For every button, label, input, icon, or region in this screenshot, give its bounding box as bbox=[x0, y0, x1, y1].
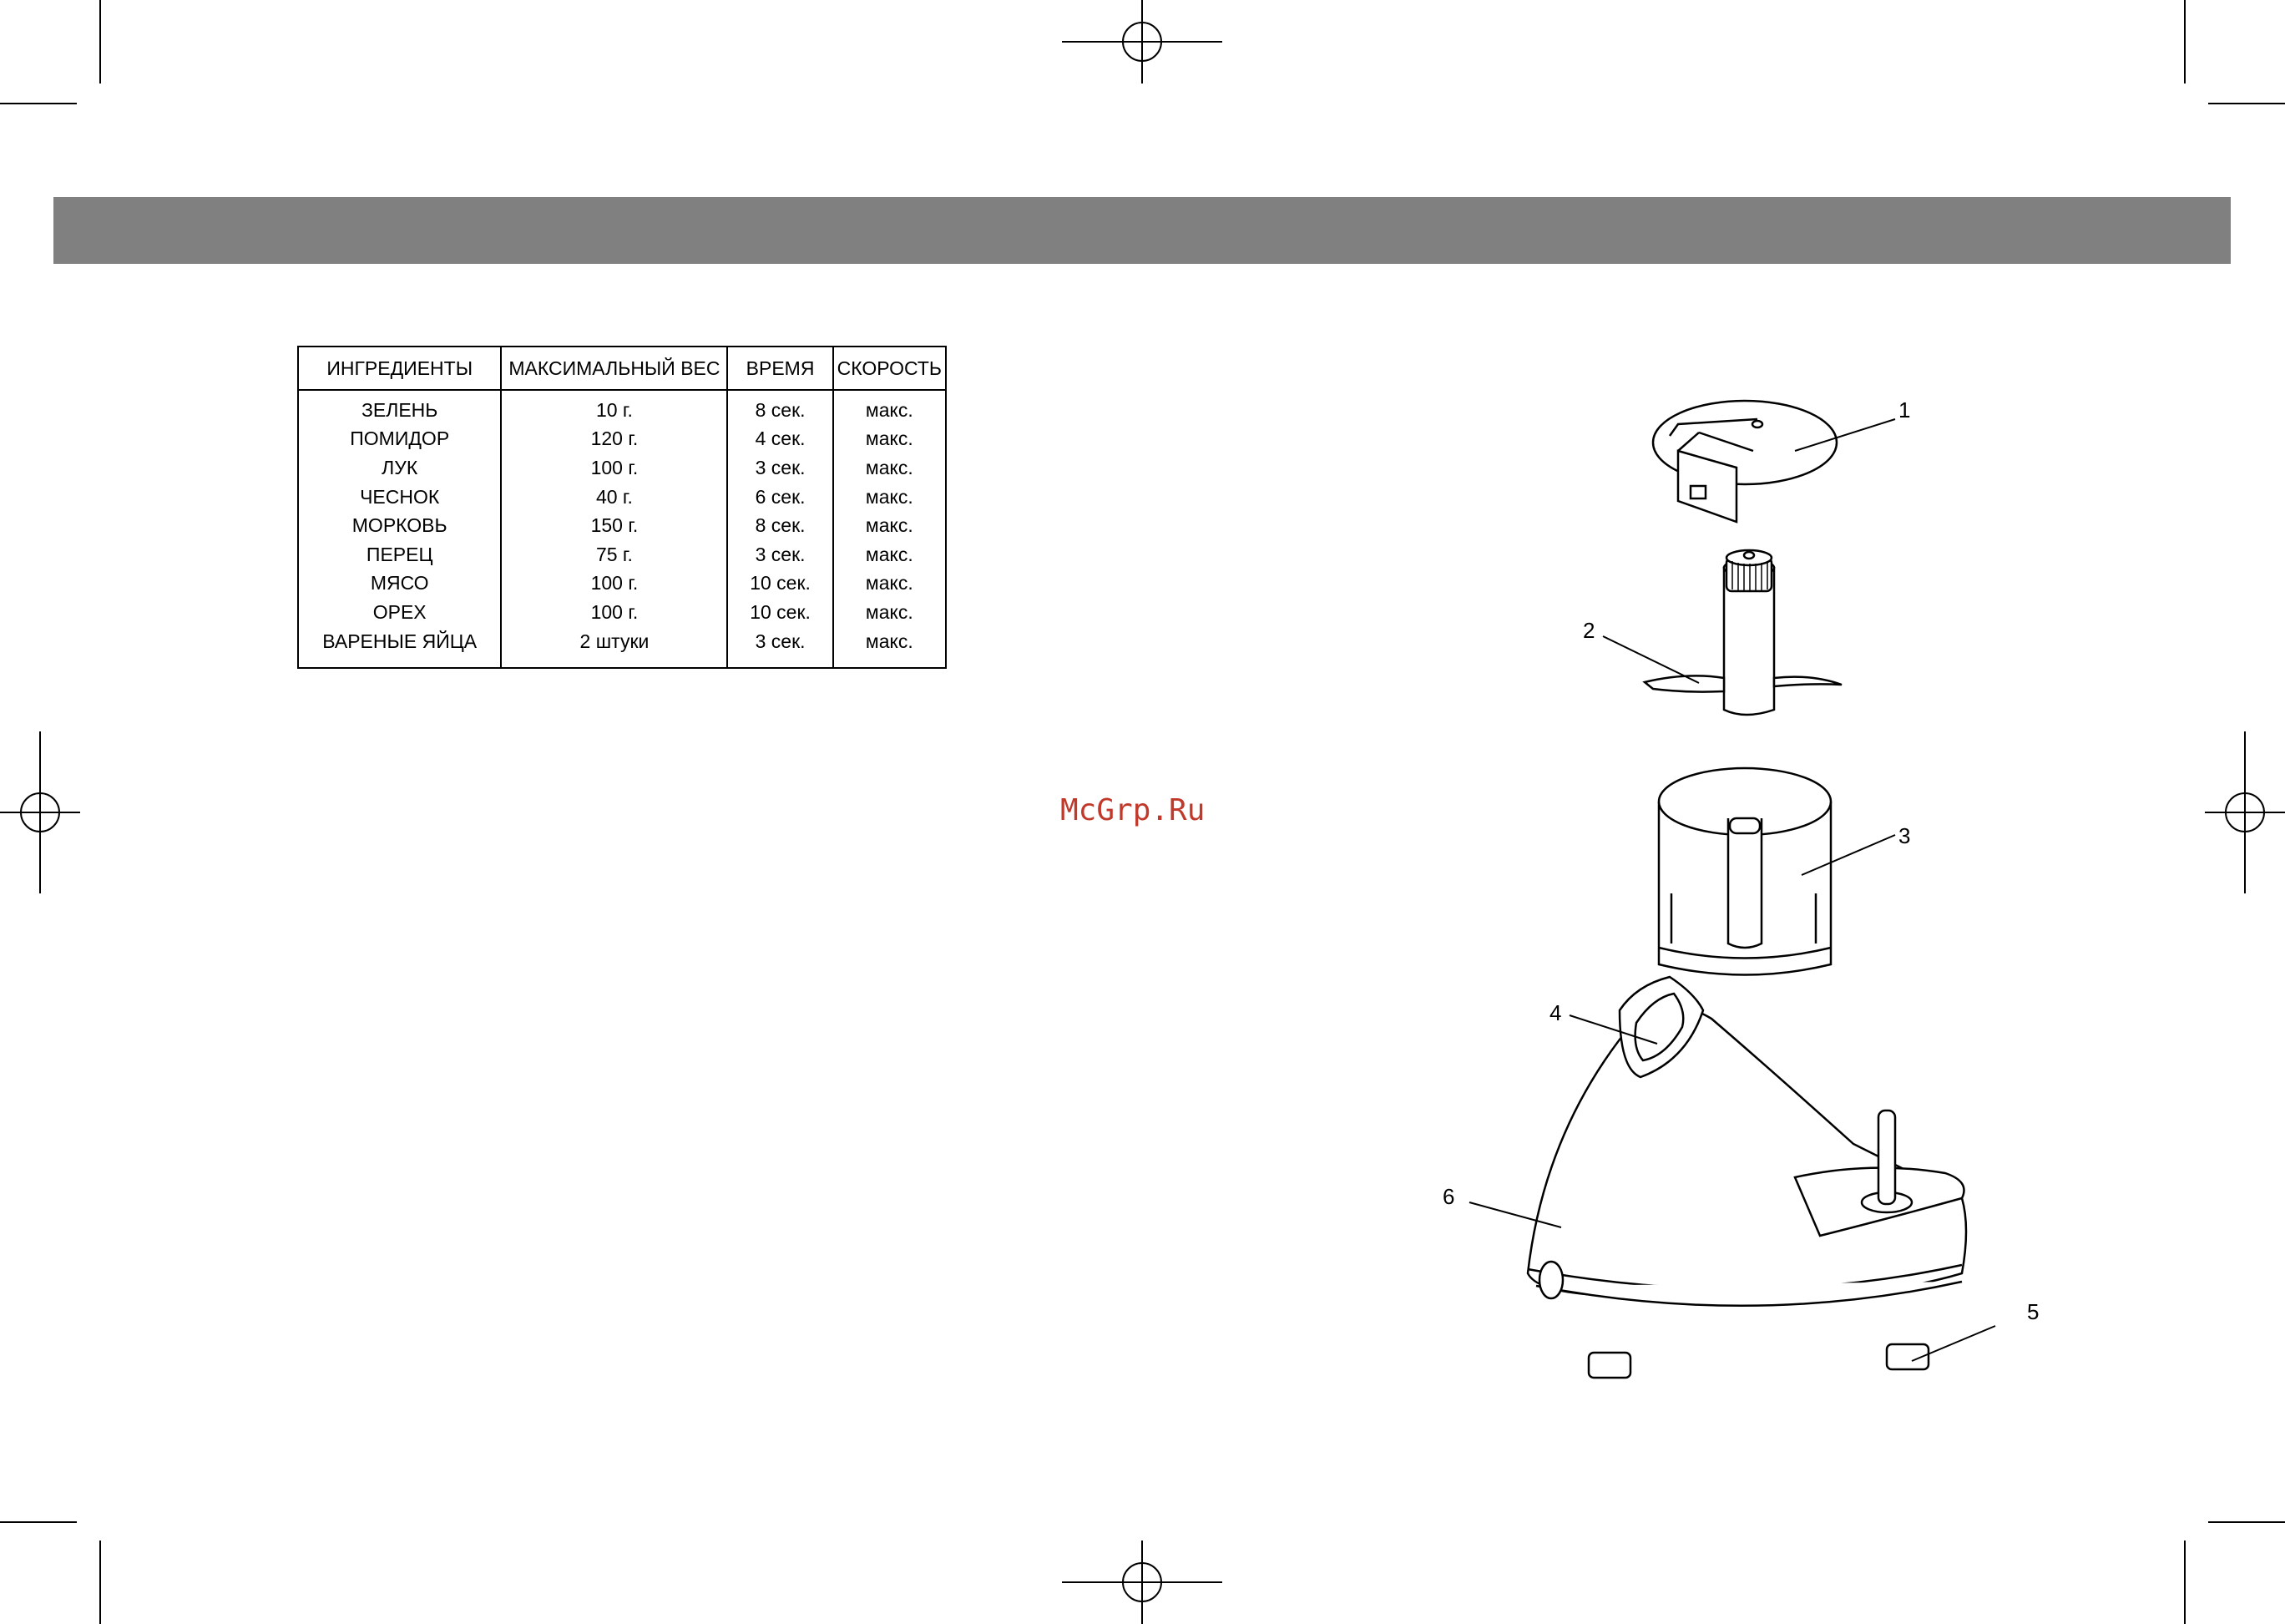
table-cell: 6 сек. bbox=[726, 482, 833, 512]
column-header-time: ВРЕМЯ bbox=[726, 347, 833, 391]
table-cell: макс. bbox=[832, 390, 946, 425]
table-row: МЯСО 100 г. 10 сек. макс. bbox=[298, 569, 946, 599]
part-3-bowl bbox=[1657, 766, 1833, 976]
part-6-motor-base bbox=[1526, 975, 1968, 1379]
header-bar bbox=[53, 197, 2231, 264]
table-cell: ЧЕСНОК bbox=[360, 485, 440, 508]
callout-2: 2 bbox=[1583, 618, 1595, 643]
callout-3: 3 bbox=[1898, 823, 1910, 848]
callout-4: 4 bbox=[1549, 1000, 1561, 1025]
ingredients-table: ИНГРЕДИЕНТЫ МАКСИМАЛЬНЫЙ ВЕС ВРЕМЯ СКОРО… bbox=[297, 346, 947, 670]
watermark: McGrp.Ru bbox=[1060, 793, 1206, 827]
table-cell: 8 сек. bbox=[726, 511, 833, 540]
column-header-ingredients: ИНГРЕДИЕНТЫ bbox=[298, 347, 502, 391]
table-cell: ПЕРЕЦ bbox=[366, 543, 433, 565]
table-cell: макс. bbox=[832, 424, 946, 454]
table-cell: 75 г. bbox=[500, 539, 728, 569]
table-cell: МЯСО bbox=[370, 572, 429, 594]
table-cell: 40 г. bbox=[500, 482, 728, 512]
table-cell: 8 сек. bbox=[726, 390, 833, 425]
table-cell: макс. bbox=[832, 539, 946, 569]
table-cell: ЛУК bbox=[382, 456, 418, 478]
table-cell: макс. bbox=[832, 453, 946, 483]
table-row: ОРЕХ 100 г. 10 сек. макс. bbox=[298, 598, 946, 627]
table-row: ПОМИДОР 120 г. 4 сек. макс. bbox=[298, 424, 946, 454]
table-header-row: ИНГРЕДИЕНТЫ МАКСИМАЛЬНЫЙ ВЕС ВРЕМЯ СКОРО… bbox=[298, 347, 946, 391]
table-row: ЗЕЛЕНЬ 10 г. 8 сек. макс. bbox=[298, 390, 946, 425]
table-cell: 3 сек. bbox=[726, 626, 833, 669]
table-cell: макс. bbox=[832, 569, 946, 599]
table-cell: 100 г. bbox=[500, 598, 728, 627]
table-cell: 2 штуки bbox=[500, 626, 728, 669]
table-cell: 100 г. bbox=[500, 453, 728, 483]
table-cell: 100 г. bbox=[500, 569, 728, 599]
table-cell: 10 г. bbox=[500, 390, 728, 425]
table-cell: макс. bbox=[832, 626, 946, 669]
table-row: ПЕРЕЦ 75 г. 3 сек. макс. bbox=[298, 539, 946, 569]
callout-1: 1 bbox=[1898, 397, 1910, 422]
table-cell: 3 сек. bbox=[726, 453, 833, 483]
callout-5: 5 bbox=[2027, 1299, 2039, 1324]
chopper-diagram: 1 2 3 4 5 6 bbox=[1443, 397, 2039, 1379]
table-row: ЛУК 100 г. 3 сек. макс. bbox=[298, 453, 946, 483]
table-cell: 3 сек. bbox=[726, 539, 833, 569]
table-cell: макс. bbox=[832, 598, 946, 627]
part-2-blade bbox=[1642, 549, 1843, 716]
table-cell: макс. bbox=[832, 511, 946, 540]
table-cell: макс. bbox=[832, 482, 946, 512]
column-header-speed: СКОРОСТЬ bbox=[832, 347, 946, 391]
table-cell: 120 г. bbox=[500, 424, 728, 454]
table-cell: 10 сек. bbox=[726, 569, 833, 599]
table-cell: 4 сек. bbox=[726, 424, 833, 454]
table-cell: ПОМИДОР bbox=[350, 428, 450, 450]
table-row: ВАРЕНЫЕ ЯЙЦА 2 штуки 3 сек. макс. bbox=[298, 626, 946, 669]
table-cell: 150 г. bbox=[500, 511, 728, 540]
table-cell: МОРКОВЬ bbox=[351, 514, 447, 537]
table-row: ЧЕСНОК 40 г. 6 сек. макс. bbox=[298, 482, 946, 512]
part-1-splash-disk bbox=[1651, 399, 1838, 524]
table-cell: ВАРЕНЫЕ ЯЙЦА bbox=[322, 630, 478, 652]
table-cell: ОРЕХ bbox=[372, 600, 427, 623]
table-cell: 10 сек. bbox=[726, 598, 833, 627]
column-header-max-weight: МАКСИМАЛЬНЫЙ ВЕС bbox=[500, 347, 728, 391]
callout-6: 6 bbox=[1443, 1184, 1454, 1209]
table-row: МОРКОВЬ 150 г. 8 сек. макс. bbox=[298, 511, 946, 540]
callout-lines bbox=[1469, 418, 1996, 1362]
table-cell: ЗЕЛЕНЬ bbox=[361, 398, 438, 421]
